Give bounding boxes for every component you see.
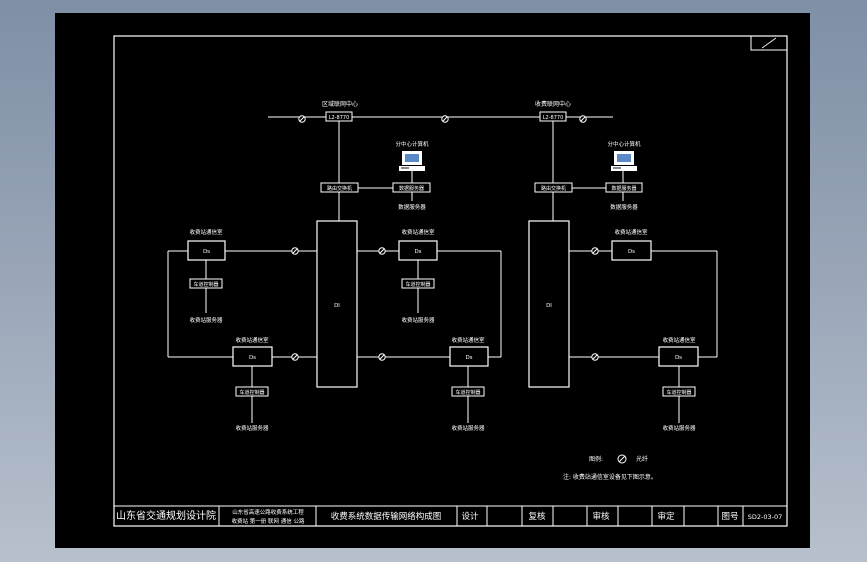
left-network-lines [167,121,502,423]
drawing-title: 收费系统数据传输网络构成图 [331,511,442,522]
station-sub: 车道控制器 [239,389,264,396]
station-left-br: 收费站通信室 Ds 车道控制器 收费站服务器 [449,336,489,432]
institute-name: 山东省交通规划设计院 [116,509,216,522]
station-title: 收费站通信室 [451,336,485,344]
legend: 图例: 光纤 注: 收费站通信室设备见下图示意。 [563,454,657,481]
station-right-tl: 收费站通信室 Ds [611,228,652,261]
station-sub: 车道控制器 [455,389,480,396]
station-bottom: 收费站服务器 [189,316,223,324]
legend-label: 图例: [589,455,603,463]
fiber-symbol [378,247,386,255]
review-label: 复核 [528,511,546,522]
fiber-symbol [591,353,599,361]
station-bottom: 收费站服务器 [662,424,696,432]
right-network-lines [552,121,718,423]
inner-frame [113,35,788,527]
project-line2: 收费站 第一册 联网 通信 公路 [232,517,305,525]
station-left-tl: 收费站通信室 Ds 车道控制器 收费站服务器 [187,228,226,324]
fiber-symbol [291,247,299,255]
project-line1: 山东省高速公路收费系统工程 [232,508,304,516]
station-left-tr: 收费站通信室 Ds 车道控制器 收费站服务器 [398,228,438,324]
station-title: 收费站通信室 [189,228,223,236]
station-bottom: 收费站服务器 [451,424,485,432]
router-left: 路由交换机 [320,182,359,193]
station-device: Ds [249,355,256,361]
switch-label: L2-8770 [329,115,350,121]
center-label-right: 收费联网中心 [535,100,571,108]
server-caption-left: 数据服务器 [398,203,426,211]
station-sub: 车道控制器 [405,281,430,288]
core-switch-left: DI [316,220,358,388]
station-device: Ds [675,355,682,361]
legend-note: 注: 收费站通信室设备见下图示意。 [563,473,657,481]
station-bottom: 收费站服务器 [401,316,435,324]
router-label: 路由交换机 [327,185,352,192]
switch-label: L2-8770 [543,115,564,121]
figno-label: 图号 [721,512,738,522]
station-right-br: 收费站通信室 Ds 车道控制器 收费站服务器 [658,336,699,432]
fiber-symbol [298,115,306,123]
fiber-symbol [291,353,299,361]
core-switch-right: DI [528,220,570,388]
terminal-label-right: 分中心计算机 [607,140,641,148]
station-sub: 车道控制器 [666,389,691,396]
server-label: 数据服务器 [611,185,636,192]
sheet-number-box [750,35,788,51]
station-device: Ds [203,249,210,255]
station-title: 收费站通信室 [235,336,269,344]
station-device: Ds [465,355,472,361]
station-left-bl: 收费站通信室 Ds 车道控制器 收费站服务器 [232,336,273,432]
station-device: Ds [414,249,421,255]
fiber-symbol [378,353,386,361]
backbone-switch-left: L2-8770 [325,111,353,122]
design-label: 设计 [461,511,479,522]
station-bottom: 收费站服务器 [235,424,269,432]
station-sub: 车道控制器 [193,281,218,288]
backbone-switch-right: L2-8770 [539,111,567,122]
server-right: 数据服务器 [605,182,643,193]
server-left: 数据服务器 [392,182,431,193]
fiber-symbol [617,454,627,464]
station-title: 收费站通信室 [401,228,435,236]
check-label: 审核 [592,511,610,522]
legend-symbol-name: 光纤 [636,455,648,463]
router-label: 路由交换机 [541,185,566,192]
terminal-label-left: 分中心计算机 [395,140,429,148]
title-block [114,505,787,526]
server-label: 数据服务器 [399,185,424,192]
approve-label: 审定 [657,511,675,522]
center-label-left: 区域联网中心 [322,100,358,108]
router-right: 路由交换机 [534,182,573,193]
computer-icon [611,151,637,171]
fiber-symbol [441,115,449,123]
server-caption-right: 数据服务器 [610,203,638,211]
fiber-symbol [579,115,587,123]
station-title: 收费站通信室 [662,336,696,344]
core-switch-label: DI [546,303,552,309]
core-switch-label: DI [334,303,340,309]
station-device: Ds [628,249,635,255]
station-title: 收费站通信室 [614,228,648,236]
figno-value: SD2-03-07 [748,513,783,521]
fiber-symbol [591,247,599,255]
computer-icon [399,151,425,171]
